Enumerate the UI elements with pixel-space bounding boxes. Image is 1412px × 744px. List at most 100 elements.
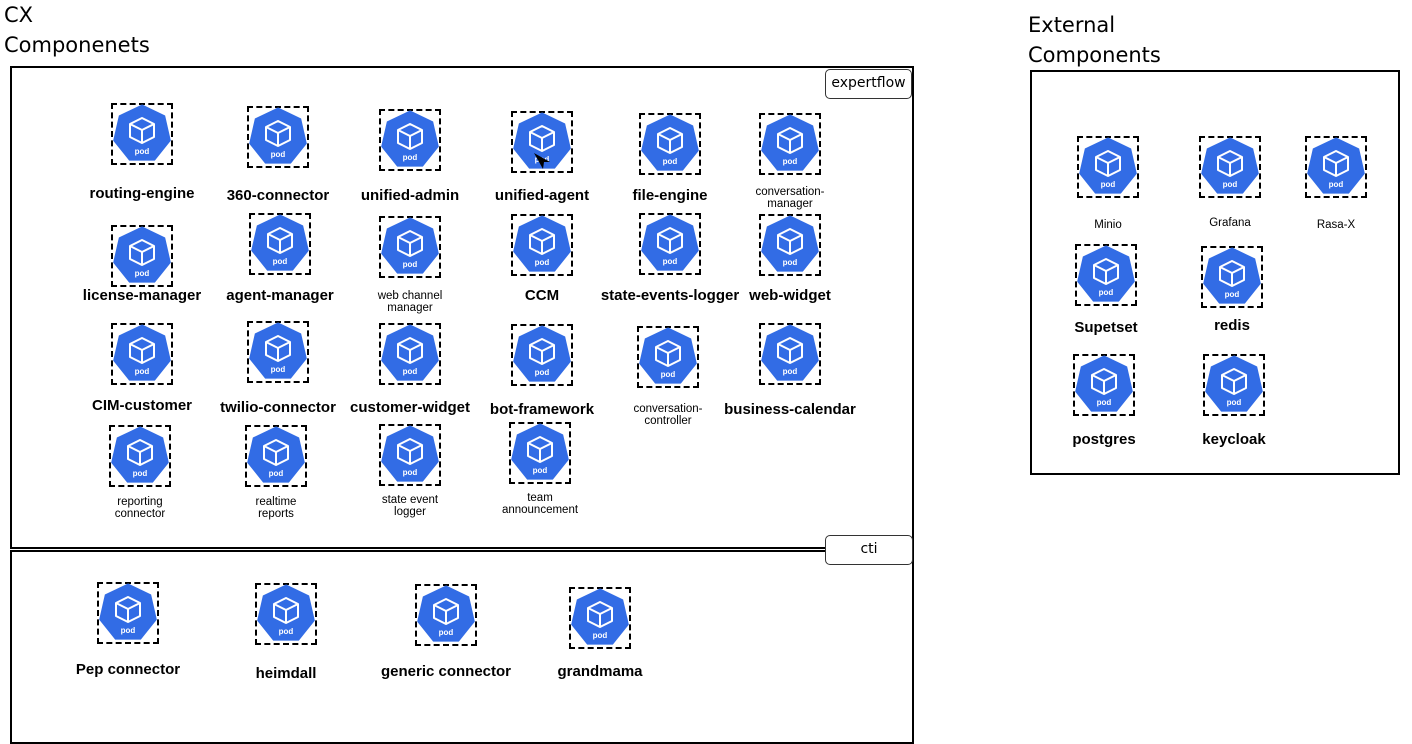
pod-badge-text: pod — [783, 258, 798, 267]
kubernetes-pod-icon[interactable]: pod — [758, 322, 822, 386]
kubernetes-pod-icon[interactable]: pod — [378, 322, 442, 386]
external-pod-label: Grafana — [1209, 217, 1251, 229]
pod-badge-text: pod — [403, 468, 418, 477]
kubernetes-pod-icon[interactable]: pod — [1072, 353, 1136, 417]
pod-badge-text: pod — [1227, 398, 1242, 407]
kubernetes-pod-icon[interactable]: pod — [1304, 135, 1368, 199]
cx-components-title: CX Componenets — [4, 3, 150, 57]
kubernetes-pod-icon[interactable]: pod — [96, 581, 160, 645]
expertflow-pod-label: conversation- controller — [633, 403, 703, 427]
kubernetes-pod-icon[interactable]: pod — [510, 323, 574, 387]
expertflow-pod-label: web-widget — [749, 287, 831, 304]
expertflow-pod-label: unified-agent — [494, 187, 590, 204]
pod-badge-text: pod — [135, 269, 150, 278]
pod-badge-text: pod — [121, 626, 136, 635]
pod-badge-text: pod — [535, 258, 550, 267]
kubernetes-pod-icon[interactable]: pod — [110, 322, 174, 386]
kubernetes-pod-icon[interactable]: pod — [246, 320, 310, 384]
kubernetes-pod-icon[interactable]: pod — [568, 586, 632, 650]
kubernetes-pod-icon[interactable]: pod — [1202, 353, 1266, 417]
pod-badge-text: pod — [1329, 180, 1344, 189]
pod-badge-text: pod — [403, 260, 418, 269]
pod-badge-text: pod — [593, 631, 608, 640]
kubernetes-pod-icon[interactable]: pod — [638, 212, 702, 276]
pod-badge-text: pod — [279, 627, 294, 636]
expertflow-pod-label: file-engine — [632, 187, 708, 204]
kubernetes-pod-icon[interactable]: pod — [1198, 135, 1262, 199]
external-pod-label: Supetset — [1074, 319, 1138, 336]
pod-badge-text: pod — [663, 257, 678, 266]
cursor-icon — [534, 153, 550, 169]
kubernetes-pod-icon[interactable]: pod — [758, 213, 822, 277]
expertflow-pod-label: CCM — [524, 287, 560, 304]
kubernetes-pod-icon[interactable]: pod — [378, 423, 442, 487]
cti-pod-label: grandmama — [557, 663, 643, 680]
kubernetes-pod-icon[interactable]: pod — [638, 112, 702, 176]
pod-badge-text: pod — [535, 368, 550, 377]
kubernetes-pod-icon[interactable]: pod — [254, 582, 318, 646]
expertflow-pod-label: conversation- manager — [755, 186, 825, 210]
kubernetes-pod-icon[interactable]: pod — [1200, 245, 1264, 309]
expertflow-pod-label: realtime reports — [255, 496, 297, 520]
expertflow-pod-label: state-events-logger — [600, 287, 740, 304]
namespace-separator — [10, 547, 828, 552]
kubernetes-pod-icon[interactable]: pod — [248, 212, 312, 276]
expertflow-pod-label: bot-framework — [489, 401, 595, 418]
kubernetes-pod-icon[interactable]: pod — [246, 105, 310, 169]
pod-badge-text: pod — [135, 147, 150, 156]
pod-badge-text: pod — [783, 367, 798, 376]
pod-badge-text: pod — [1101, 180, 1116, 189]
kubernetes-pod-icon[interactable]: pod — [414, 583, 478, 647]
kubernetes-pod-icon[interactable]: pod — [1074, 243, 1138, 307]
kubernetes-pod-icon[interactable]: pod — [108, 424, 172, 488]
kubernetes-pod-icon[interactable]: pod — [510, 213, 574, 277]
expertflow-pod-label: twilio-connector — [220, 399, 336, 416]
kubernetes-pod-icon[interactable]: pod — [378, 215, 442, 279]
namespace-cti-label[interactable]: cti — [825, 535, 913, 565]
cti-pod-label: heimdall — [255, 665, 317, 682]
pod-badge-text: pod — [661, 370, 676, 379]
pod-badge-text: pod — [663, 157, 678, 166]
external-pod-label: postgres — [1072, 431, 1136, 448]
kubernetes-pod-icon[interactable]: pod — [636, 325, 700, 389]
kubernetes-pod-icon[interactable]: pod — [758, 112, 822, 176]
pod-badge-text: pod — [439, 628, 454, 637]
expertflow-pod-label: agent-manager — [226, 287, 334, 304]
expertflow-pod-label: state event logger — [381, 494, 439, 518]
external-pod-label: redis — [1214, 317, 1250, 334]
pod-badge-text: pod — [273, 257, 288, 266]
pod-badge-text: pod — [783, 157, 798, 166]
expertflow-pod-label: business-calendar — [724, 401, 856, 418]
external-components-title: External Components — [1028, 13, 1161, 67]
pod-badge-text: pod — [403, 367, 418, 376]
namespace-expertflow-label[interactable]: expertflow — [825, 69, 912, 99]
kubernetes-pod-icon[interactable]: pod — [110, 102, 174, 166]
pod-badge-text: pod — [1225, 290, 1240, 299]
expertflow-pod-label: 360-connector — [226, 187, 330, 204]
kubernetes-pod-icon[interactable]: pod — [508, 421, 572, 485]
expertflow-pod-label: routing-engine — [89, 185, 195, 202]
pod-badge-text: pod — [1099, 288, 1114, 297]
expertflow-pod-label: CIM-customer — [91, 397, 192, 414]
external-pod-label: Rasa-X — [1316, 219, 1356, 231]
cti-pod-label: generic connector — [380, 663, 512, 680]
external-pod-label: Minio — [1094, 219, 1122, 231]
pod-badge-text: pod — [533, 466, 548, 475]
kubernetes-pod-icon[interactable]: pod — [1076, 135, 1140, 199]
expertflow-pod-label: web channel manager — [377, 290, 443, 314]
kubernetes-pod-icon[interactable]: pod — [110, 224, 174, 288]
pod-badge-text: pod — [271, 365, 286, 374]
pod-badge-text: pod — [403, 153, 418, 162]
cti-pod-label: Pep connector — [75, 661, 181, 678]
pod-badge-text: pod — [133, 469, 148, 478]
pod-badge-text: pod — [271, 150, 286, 159]
expertflow-pod-label: customer-widget — [349, 399, 470, 416]
pod-badge-text: pod — [135, 367, 150, 376]
kubernetes-pod-icon[interactable]: pod — [244, 424, 308, 488]
expertflow-pod-label: license-manager — [82, 287, 202, 304]
external-pod-label: keycloak — [1202, 431, 1266, 448]
pod-badge-text: pod — [1097, 398, 1112, 407]
pod-badge-text: pod — [269, 469, 284, 478]
pod-badge-text: pod — [1223, 180, 1238, 189]
kubernetes-pod-icon[interactable]: pod — [378, 108, 442, 172]
